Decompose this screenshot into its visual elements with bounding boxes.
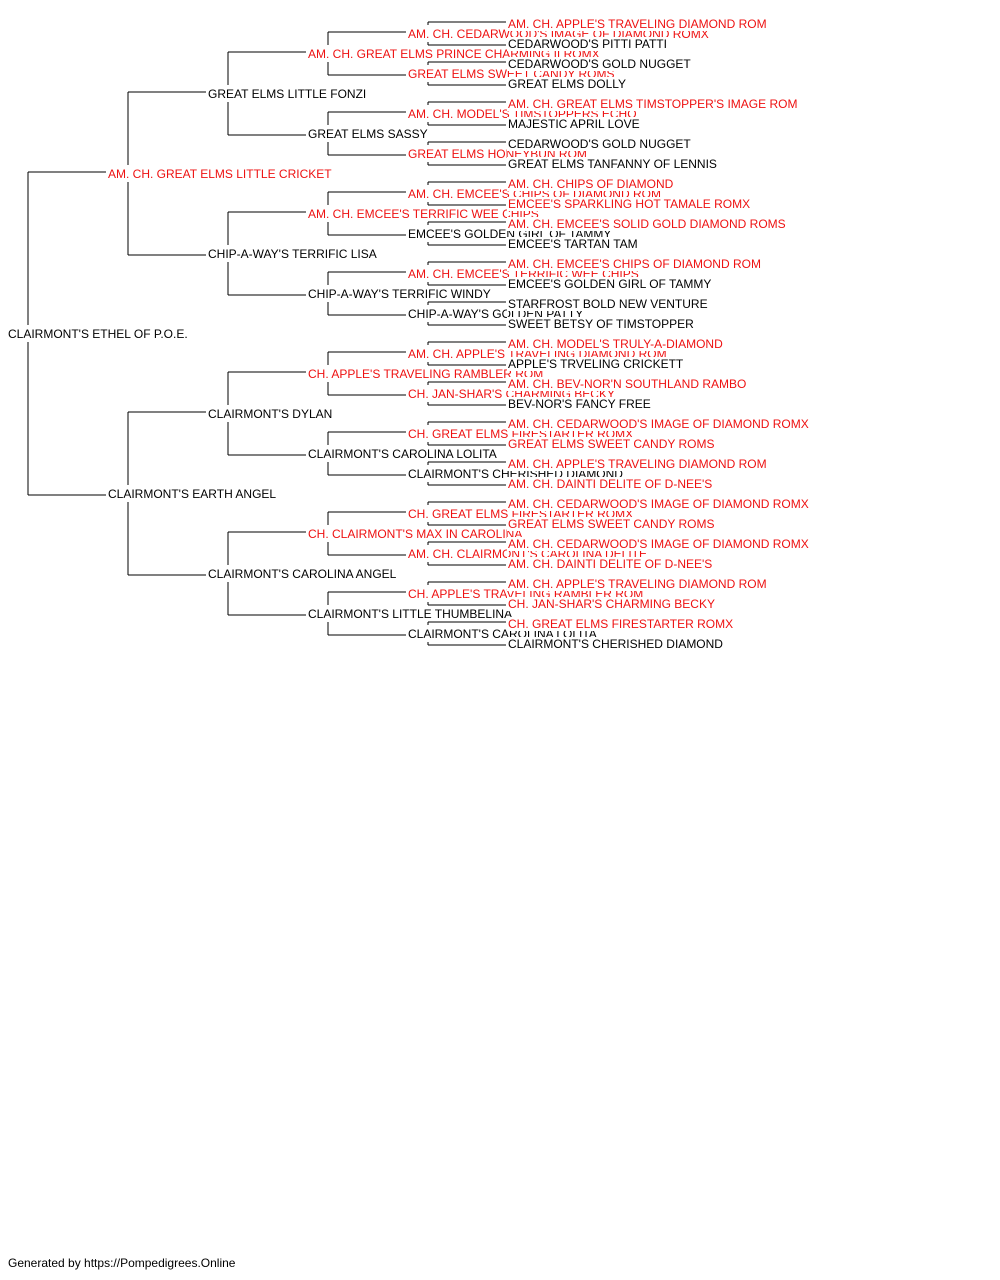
name-backing [507,617,735,631]
ancestor-name: AM. CH. MODEL'S TRULY-A-DIAMOND [508,337,723,351]
ancestor-name: AM. CH. DAINTI DELITE OF D-NEE'S [508,557,712,571]
name-backing [507,517,716,531]
name-backing [507,597,716,611]
ancestor-name: CLAIRMONT'S CAROLINA ANGEL [208,567,397,581]
ancestor-name: CHIP-A-WAY'S TERRIFIC LISA [208,247,377,261]
name-backing [507,137,693,151]
ancestor-name: CH. APPLE'S TRAVELING RAMBLER ROM [308,367,543,381]
ancestor-name: AM. CH. APPLE'S TRAVELING DIAMOND ROM [508,577,767,591]
ancestor-name: CLAIRMONT'S CHERISHED DIAMOND [508,637,723,651]
subject-name: CLAIRMONT'S ETHEL OF P.O.E. [8,327,188,341]
name-backing [307,207,540,221]
name-backing [207,407,334,421]
ancestor-name: AM. CH. EMCEE'S CHIPS OF DIAMOND ROM [508,257,761,271]
ancestor-name: CEDARWOOD'S GOLD NUGGET [508,57,691,71]
name-backing [507,497,810,511]
name-backing [507,197,752,211]
ancestor-name: BEV-NOR'S FANCY FREE [508,397,651,411]
ancestor-name: AM. CH. GREAT ELMS LITTLE CRICKET [108,167,332,181]
name-backing [507,437,716,451]
name-backing [507,357,685,371]
ancestor-name: AM. CH. GREAT ELMS TIMSTOPPER'S IMAGE RO… [508,97,797,111]
ancestor-name: CEDARWOOD'S PITTI PATTI [508,37,667,51]
ancestor-name: AM. CH. EMCEE'S TERRIFIC WEE CHIPS [308,207,539,221]
name-backing [507,557,714,571]
name-backing [507,397,652,411]
name-backing [207,567,398,581]
footer-credit: Generated by https://Pompedigrees.Online [8,1256,236,1270]
ancestor-name: GREAT ELMS SWEET CANDY ROMS [508,437,714,451]
ancestor-name: CLAIRMONT'S LITTLE THUMBELINA [308,607,512,621]
name-backing [507,157,718,171]
name-backing [307,607,514,621]
name-backing [507,457,768,471]
ancestor-name: CLAIRMONT'S DYLAN [208,407,332,421]
name-backing [107,487,278,501]
name-backing [507,337,725,351]
name-backing [507,577,768,591]
ancestor-name: GREAT ELMS LITTLE FONZI [208,87,366,101]
name-backing [7,327,189,341]
ancestor-name: AM. CH. CEDARWOOD'S IMAGE OF DIAMOND ROM… [508,497,809,511]
ancestor-name: AM. CH. EMCEE'S SOLID GOLD DIAMOND ROMS [508,217,786,231]
ancestor-name: EMCEE'S SPARKLING HOT TAMALE ROMX [508,197,750,211]
name-backing [507,37,668,51]
name-backing [507,177,675,191]
ancestor-name: CEDARWOOD'S GOLD NUGGET [508,137,691,151]
name-backing [207,247,378,261]
ancestor-name: AM. CH. BEV-NOR'N SOUTHLAND RAMBO [508,377,746,391]
ancestor-name: EMCEE'S TARTAN TAM [508,237,638,251]
name-backing [507,477,714,491]
name-backing [507,237,639,251]
ancestor-name: AM. CH. CEDARWOOD'S IMAGE OF DIAMOND ROM… [508,417,809,431]
name-backing [507,637,725,651]
ancestor-name: CLAIRMONT'S CAROLINA LOLITA [308,447,497,461]
ancestor-name: CH. GREAT ELMS FIRESTARTER ROMX [508,617,733,631]
ancestor-name: STARFROST BOLD NEW VENTURE [508,297,708,311]
name-backing [507,377,748,391]
name-backing [507,217,787,231]
name-backing [507,417,810,431]
name-backing [307,447,498,461]
name-backing [507,257,762,271]
ancestor-name: AM. CH. DAINTI DELITE OF D-NEE'S [508,477,712,491]
name-backing [307,287,492,301]
ancestor-name: AM. CH. CEDARWOOD'S IMAGE OF DIAMOND ROM… [508,537,809,551]
name-backing [307,127,429,141]
ancestor-name: AM. CH. APPLE'S TRAVELING DIAMOND ROM [508,17,767,31]
ancestor-name: CHIP-A-WAY'S TERRIFIC WINDY [308,287,491,301]
ancestor-name: MAJESTIC APRIL LOVE [508,117,640,131]
name-backing [307,527,524,541]
name-backing [307,367,545,381]
ancestor-name: GREAT ELMS SASSY [308,127,428,141]
name-backing [507,537,810,551]
ancestor-name: SWEET BETSY OF TIMSTOPPER [508,317,694,331]
ancestor-name: EMCEE'S GOLDEN GIRL OF TAMMY [508,277,711,291]
ancestor-name: AM. CH. CHIPS OF DIAMOND [508,177,674,191]
name-backing [507,277,713,291]
ancestor-name: CH. CLAIRMONT'S MAX IN CAROLINA [308,527,522,541]
name-backing [507,17,768,31]
ancestor-name: GREAT ELMS DOLLY [508,77,626,91]
name-backing [107,167,334,181]
name-backing [507,57,693,71]
name-backing [507,297,709,311]
name-backing [507,117,641,131]
name-backing [507,317,696,331]
ancestor-name: GREAT ELMS SWEET CANDY ROMS [508,517,714,531]
ancestor-name: APPLE'S TRVELING CRICKETT [508,357,684,371]
name-backing [507,97,799,111]
ancestor-name: AM. CH. APPLE'S TRAVELING DIAMOND ROM [508,457,767,471]
name-backing [507,77,628,91]
ancestor-name: CLAIRMONT'S EARTH ANGEL [108,487,276,501]
ancestor-name: CH. JAN-SHAR'S CHARMING BECKY [508,597,715,611]
ancestor-name: GREAT ELMS TANFANNY OF LENNIS [508,157,717,171]
name-backing [207,87,368,101]
